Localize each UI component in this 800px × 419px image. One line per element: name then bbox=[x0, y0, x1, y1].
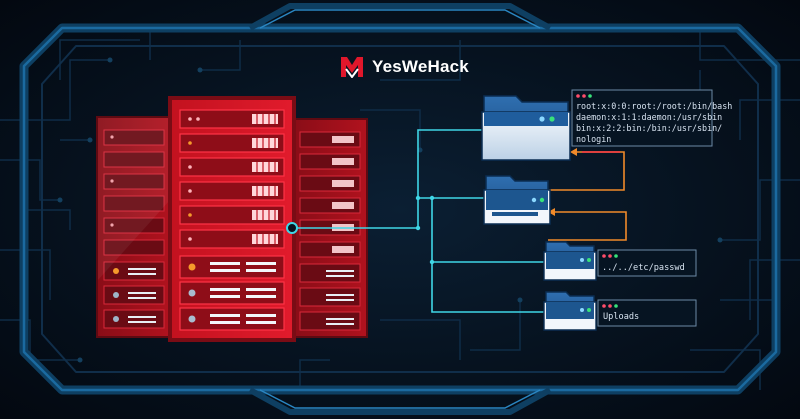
connection-nodes bbox=[415, 195, 435, 265]
brand-logo: YesWeHack bbox=[340, 56, 469, 78]
terminal-window-icon bbox=[571, 89, 713, 147]
terminal-line: root:x:0:0:root:/root:/bin/bash bbox=[576, 101, 733, 111]
brand-name: YesWeHack bbox=[372, 57, 469, 76]
terminal-window-icon bbox=[597, 299, 697, 327]
data-flow-arrows bbox=[548, 151, 627, 241]
folder-icon bbox=[481, 95, 571, 161]
terminal-line: nologin bbox=[576, 134, 612, 144]
folder-icon bbox=[483, 175, 551, 225]
folder-icon bbox=[543, 291, 597, 331]
server-rack-left bbox=[96, 116, 172, 338]
terminal-window-icon bbox=[597, 249, 697, 277]
terminal-line: bin:x:2:2:bin:/bin:/usr/sbin/ bbox=[576, 123, 723, 133]
hud-frame bbox=[19, 3, 781, 415]
path-traversal-input: ../../etc/passwd bbox=[602, 263, 685, 273]
folder-icon bbox=[543, 241, 597, 281]
yeswehack-logo-icon bbox=[341, 57, 363, 78]
circuit-background bbox=[0, 30, 800, 390]
terminal-line: daemon:x:1:1:daemon:/usr/sbin bbox=[576, 112, 723, 122]
network-connections bbox=[296, 129, 546, 313]
connection-port bbox=[286, 222, 298, 234]
uploads-label: Uploads bbox=[603, 312, 640, 322]
server-rack-main bbox=[168, 96, 296, 342]
